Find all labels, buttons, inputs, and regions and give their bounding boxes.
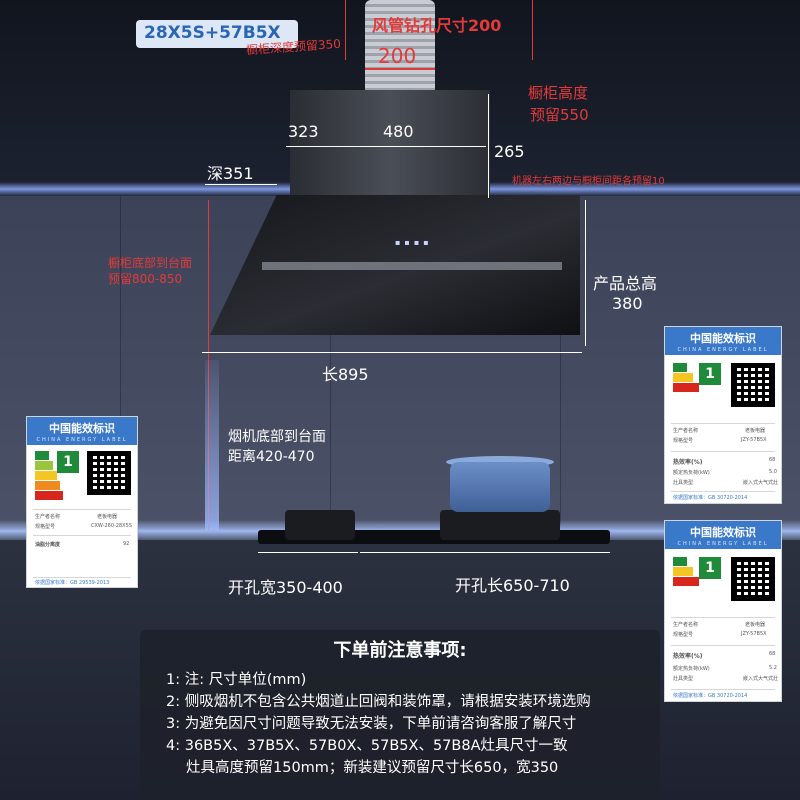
producer-value: 老板电器: [97, 514, 118, 520]
energy-label-title: 中国能效标识: [27, 417, 137, 437]
notes-title: 下单前注意事项:: [333, 640, 467, 661]
notes-panel: [140, 630, 660, 800]
qr-code: [731, 557, 775, 601]
burner-right: [440, 510, 560, 540]
cut-width-line: [258, 552, 358, 553]
body-offset-label: 323: [288, 122, 319, 141]
type-value: 嵌入式大气式灶: [743, 676, 779, 682]
energy-label-cooktop-2: 中国能效标识 CHINA ENERGY LABEL 1 生产者名称 老板电器 规…: [664, 520, 782, 702]
energy-label-title: 中国能效标识: [665, 521, 781, 541]
energy-label-subtitle: CHINA ENERGY LABEL: [665, 541, 781, 549]
cabinet-bottom-label-2: 预留800-850: [108, 272, 183, 286]
power-value: 5.2: [769, 665, 777, 671]
model-label: 规格型号: [35, 524, 56, 530]
range-hood-trim: [262, 262, 562, 270]
standard-text: 依据国家标准：GB 29539-2013: [35, 580, 110, 586]
length-label: 长895: [322, 365, 369, 384]
note-item-5: 灶具高度预留150mm；新装建议预留尺寸长650，宽350: [186, 760, 559, 776]
note-item-4: 4: 36B5X、37B5X、57B0X、57B5X、57B8A灶具尺寸一致: [166, 738, 568, 754]
model-tag: 28X5S+57B5X: [136, 20, 298, 48]
body-height-line: [488, 94, 489, 198]
power-value: 5.0: [769, 469, 777, 475]
energy-label-title: 中国能效标识: [665, 327, 781, 347]
stat-label: 油脂分离度: [35, 542, 61, 548]
body-width-label: 480: [383, 122, 414, 141]
note-item-3: 3: 为避免因尺寸问题导致无法安装，下单前请咨询客服了解尺寸: [166, 716, 577, 732]
energy-grade-bars: [673, 363, 699, 393]
model-value: CXW-260-28X5S: [91, 523, 132, 529]
standard-text: 依据国家标准：GB 30720-2014: [673, 495, 748, 501]
power-label: 额定热负荷(kW): [673, 470, 710, 476]
standard-text: 依据国家标准：GB 30720-2014: [673, 693, 748, 699]
type-value: 嵌入式大气式灶: [743, 480, 779, 486]
note-item-1: 1: 注: 尺寸单位(mm): [166, 672, 307, 688]
depth-label: 深351: [207, 164, 254, 183]
wall-seam: [120, 196, 121, 526]
length-line: [202, 352, 582, 353]
cabinet-height-label-2: 预留550: [530, 106, 589, 124]
producer-label: 生产者名称: [35, 514, 61, 520]
energy-label-subtitle: CHINA ENERGY LABEL: [27, 437, 137, 445]
qr-code: [731, 363, 775, 407]
exhaust-duct: [365, 0, 435, 95]
energy-grade-badge: 1: [699, 557, 721, 579]
duct-width-label: 200: [378, 44, 417, 68]
energy-label-subtitle: CHINA ENERGY LABEL: [665, 347, 781, 355]
duct-hole-label: 风管钻孔尺寸200: [372, 16, 502, 35]
cut-length-label: 开孔长650-710: [455, 576, 570, 595]
energy-grade-bars: [35, 451, 63, 501]
stat-value: 68: [769, 651, 776, 657]
total-height-line: [585, 200, 586, 346]
depth-line: [205, 184, 277, 185]
qr-code: [87, 451, 131, 495]
burner-left: [285, 510, 355, 540]
stat-value: 68: [769, 457, 776, 463]
body-height-label: 265: [494, 142, 525, 161]
type-label: 灶具类型: [673, 676, 694, 682]
hood-to-counter-label-2: 距离420-470: [228, 449, 315, 465]
model-label: 规格型号: [673, 438, 694, 444]
dimension-line: [532, 0, 533, 60]
producer-value: 老板电器: [745, 428, 766, 434]
energy-grade-bars: [673, 557, 699, 587]
dimension-line: [345, 0, 346, 60]
model-label: 规格型号: [673, 632, 694, 638]
wall-seam: [560, 196, 561, 526]
energy-label-cooktop-1: 中国能效标识 CHINA ENERGY LABEL 1 生产者名称 老板电器 规…: [664, 326, 782, 504]
type-label: 灶具类型: [673, 480, 694, 486]
cut-length-line: [360, 552, 610, 553]
energy-grade-badge: 1: [699, 363, 721, 385]
range-hood-control-lights: ▪▪▪▪: [395, 238, 433, 247]
stat-label: 热效率(%): [673, 459, 703, 466]
side-clearance-label: 机器左右两边与橱柜间距各预留10: [512, 176, 665, 187]
cabinet-height-label-1: 橱柜高度: [528, 84, 589, 102]
model-value: JZY-57B5X: [741, 631, 767, 637]
cabinet-bottom-label-1: 橱柜底部到台面: [108, 256, 193, 270]
stat-value: 92: [123, 541, 130, 547]
hood-to-counter-label-1: 烟机底部到台面: [228, 429, 326, 445]
wall-seam: [330, 196, 331, 526]
total-height-label: 产品总高: [593, 274, 658, 293]
producer-label: 生产者名称: [673, 622, 699, 628]
blue-pot: [450, 462, 550, 512]
producer-value: 老板电器: [745, 622, 766, 628]
body-width-line: [286, 146, 486, 147]
energy-label-hood: 中国能效标识 CHINA ENERGY LABEL 1 生产者名称 老板电器 规…: [26, 416, 138, 588]
stat-label: 热效率(%): [673, 653, 703, 660]
model-value: JZY-57B5X: [741, 437, 767, 443]
range-hood-body: [290, 90, 490, 198]
power-label: 额定热负荷(kW): [673, 666, 710, 672]
note-item-2: 2: 侧吸烟机不包含公共烟道止回阀和装饰罩，请根据安装环境选购: [166, 694, 591, 710]
producer-label: 生产者名称: [673, 428, 699, 434]
cut-width-label: 开孔宽350-400: [228, 578, 343, 597]
hood-to-counter-line: [205, 360, 219, 530]
energy-grade-badge: 1: [57, 451, 79, 473]
total-height-value: 380: [612, 294, 643, 313]
duct-width-line: [365, 68, 435, 70]
